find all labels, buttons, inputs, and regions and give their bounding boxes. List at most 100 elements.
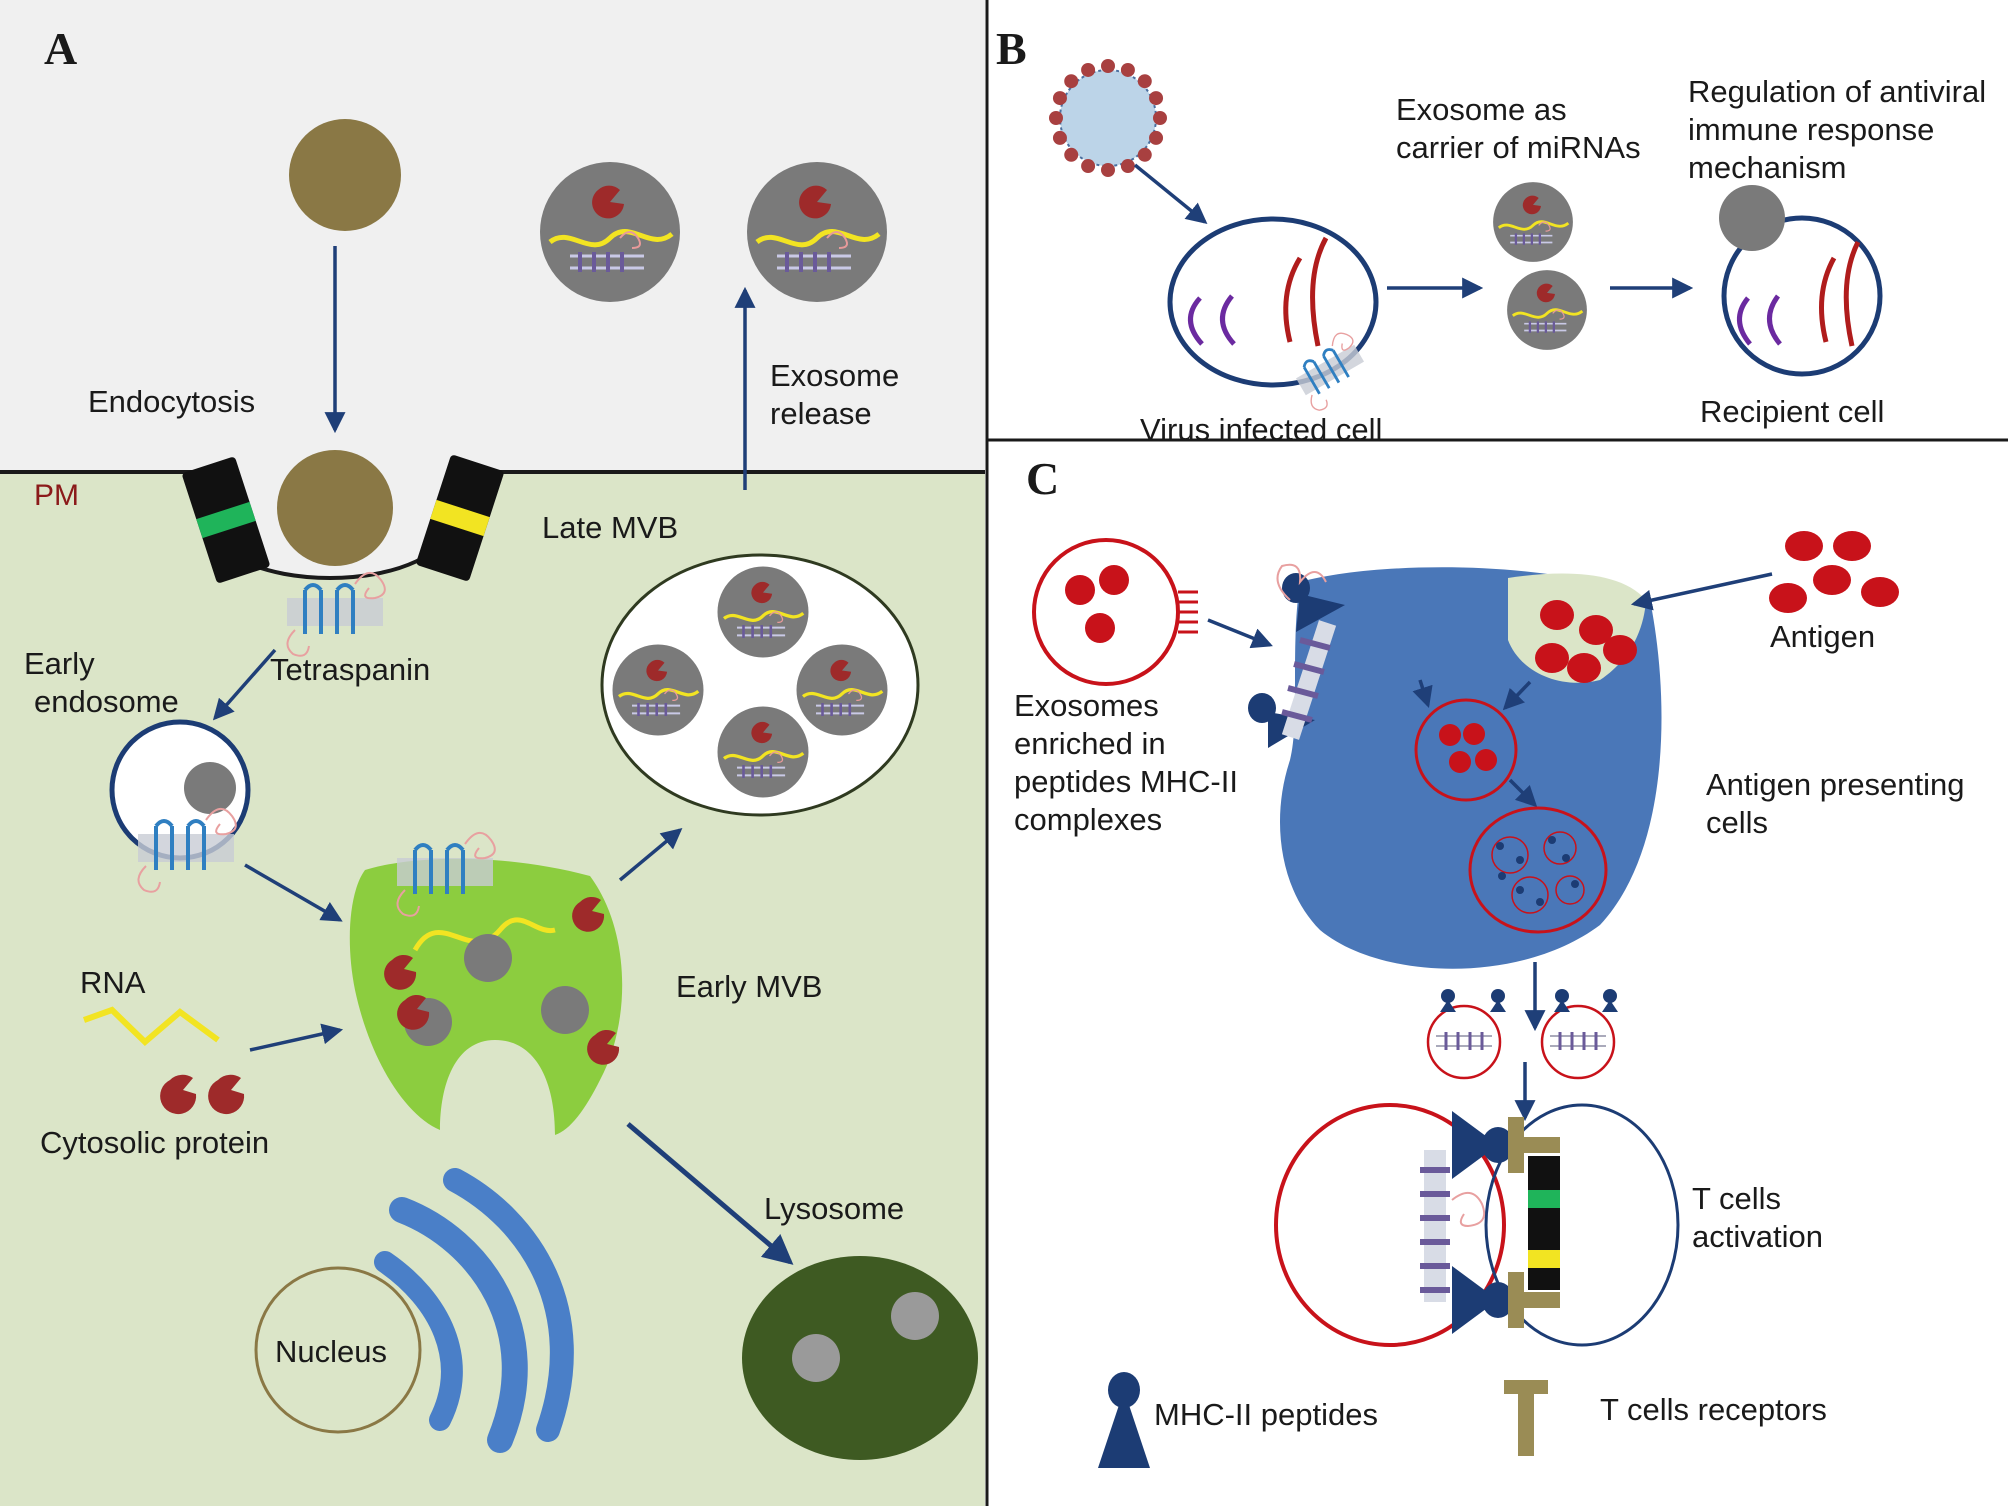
fusion-to-endosome-arrow [1412, 679, 1433, 709]
presenting-exosome [1274, 1103, 1506, 1347]
apc-membrane-fusion [1276, 563, 1337, 740]
cytosolic-protein-icons [160, 1074, 245, 1115]
infection-arrow [1133, 163, 1208, 224]
virus-spike [1052, 91, 1067, 106]
golgi-apparatus [374, 1168, 574, 1453]
apc-mvb-vesicles [1491, 831, 1585, 914]
yellow-band-receptor [416, 455, 504, 581]
panel-a-letter: A [44, 23, 77, 74]
exosome-release-label-2: release [770, 396, 872, 431]
virus-spike [1081, 62, 1096, 77]
virus-spike [1120, 159, 1135, 174]
released-exosome-2 [747, 162, 887, 302]
t-cell [1484, 1103, 1680, 1347]
rna-strand [82, 1006, 220, 1047]
infected-cell-rna [1188, 236, 1329, 347]
virus-infected-cell-label: Virus infected cell [1140, 412, 1382, 447]
exosome-carrier-label-1: Exosome as [1396, 92, 1567, 127]
apc-label-2: cells [1706, 805, 1768, 840]
tetraspanin-label: Tetraspanin [270, 652, 430, 687]
early-mvb-label: Early MVB [676, 969, 822, 1004]
virus-spike [1120, 62, 1135, 77]
lysosome-vesicle-1 [891, 1292, 939, 1340]
antigen-label: Antigen [1770, 619, 1875, 654]
lysosome-vesicle-2 [792, 1334, 840, 1382]
exosomes-enriched-label-4: complexes [1014, 802, 1162, 837]
endocytosis-label: Endocytosis [88, 384, 255, 419]
exosomes-enriched-label-3: peptides MHC-II [1014, 764, 1238, 799]
to-early-mvb-arrow [244, 863, 343, 922]
t-activation-label-1: T cells [1692, 1181, 1781, 1216]
virus-spike [1064, 147, 1079, 162]
mhc-enriched-exosome [1032, 538, 1180, 686]
nucleus-label: Nucleus [275, 1334, 387, 1369]
virus-spike [1101, 59, 1115, 73]
endosome-to-mvb-arrow [1508, 778, 1538, 808]
presenting-exosome-membrane [1420, 1150, 1486, 1302]
lysosome [742, 1256, 978, 1460]
virus-spike [1101, 163, 1115, 177]
apc-label-1: Antigen presenting [1706, 767, 1965, 802]
recipient-cell [1721, 215, 1883, 377]
early-endosome-label-2: endosome [34, 684, 179, 719]
virus-spike [1137, 74, 1152, 89]
apc-mvb-mhc-dots [1496, 836, 1579, 906]
extracellular-particle [289, 119, 401, 231]
regulation-label-2: immune response [1688, 112, 1934, 147]
apc-endosome-antigens [1439, 723, 1497, 773]
legend-mhc-ii-peptides: MHC-II peptides [1098, 1372, 1378, 1468]
green-band-receptor [182, 457, 270, 583]
apc-endosome [1414, 698, 1518, 802]
virus-spike [1149, 130, 1164, 145]
released-exosome-1 [540, 162, 680, 302]
exosomes-enriched-label-1: Exosomes [1014, 688, 1159, 723]
secreted-exosome-mhc [1440, 989, 1618, 1012]
virus-spike [1052, 130, 1067, 145]
early-endosome-cargo [184, 762, 236, 814]
virus-spike [1049, 111, 1063, 125]
virus-spike [1153, 111, 1167, 125]
exosome-carrier-label-2: carrier of miRNAs [1396, 130, 1641, 165]
late-mvb-label: Late MVB [542, 510, 678, 545]
panel-c: C Exosomes enriched in peptides MHC-II c… [1014, 453, 1965, 1468]
apc-mvb [1468, 806, 1608, 934]
recipient-cell-rna [1737, 240, 1861, 347]
exosomes-enriched-label-2: enriched in [1014, 726, 1166, 761]
antigen-uptake-arrow [1630, 572, 1773, 611]
mhc-enriched-exosome-cargo [1065, 565, 1129, 643]
panel-b-letter: B [996, 23, 1027, 74]
secreted-exosome-2 [1540, 1004, 1616, 1080]
exosome-release-label-1: Exosome [770, 358, 899, 393]
cargo-to-mvb-arrow [249, 1023, 344, 1052]
mhc-enriched-exosome-fringe [1178, 590, 1198, 634]
pm-label: PM [34, 479, 79, 512]
lysosome-label: Lysosome [764, 1191, 904, 1226]
nucleus [254, 1266, 422, 1434]
rna-label: RNA [80, 965, 146, 1000]
panel-a: A Endocytosis PM Exosome release Late MV… [0, 0, 985, 1506]
regulation-label-1: Regulation of antiviral [1688, 74, 1986, 109]
early-endosome-label-1: Early [24, 646, 95, 681]
recipient-cell-label: Recipient cell [1700, 394, 1884, 429]
early-mvb-proteins [384, 896, 620, 1065]
synapse-mhc-bottom [1452, 1266, 1514, 1334]
synapse-mhc-top [1452, 1111, 1514, 1179]
legend-mhc-icon [1098, 1372, 1150, 1468]
early-mvb-rna [412, 917, 556, 952]
exosome-to-apc-arrow [1207, 618, 1273, 649]
cytosolic-protein-label: Cytosolic protein [40, 1125, 269, 1160]
to-late-mvb-arrow [618, 827, 683, 882]
internalized-particle [277, 450, 393, 566]
pocket-to-endosome-arrow [1502, 680, 1532, 711]
virus-icon [1049, 59, 1167, 177]
recipient-exosome [1719, 185, 1785, 251]
legend-t-cell-receptors: T cells receptors [1504, 1380, 1827, 1456]
free-antigens [1769, 531, 1899, 613]
mirna-exosome-2 [1505, 268, 1589, 352]
late-mvb [600, 553, 920, 817]
mhc-peptides-label: MHC-II peptides [1154, 1397, 1378, 1432]
virus-spike [1064, 74, 1079, 89]
t-activation-label-2: activation [1692, 1219, 1823, 1254]
t-receptors-label: T cells receptors [1600, 1392, 1827, 1427]
